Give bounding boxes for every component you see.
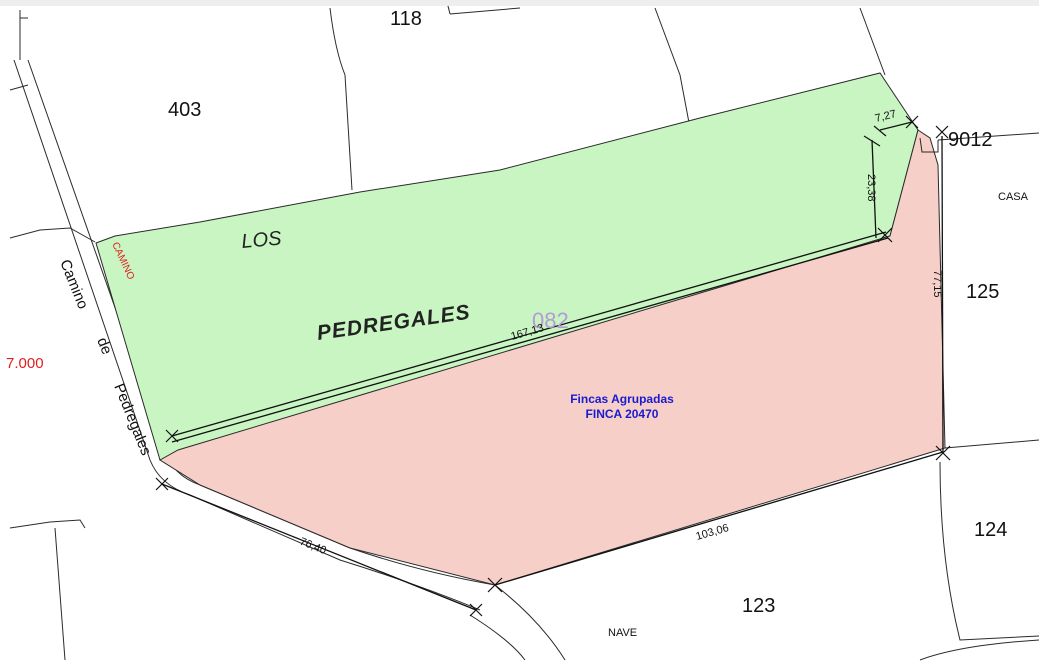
corner-notch bbox=[919, 137, 939, 153]
dimension-lines bbox=[161, 121, 944, 611]
coord-label: 7.000 bbox=[6, 355, 44, 372]
parcel-403: 403 bbox=[168, 99, 201, 121]
parcel-9012: 9012 bbox=[948, 129, 993, 151]
parcel-123: 123 bbox=[742, 595, 775, 617]
measure-23: 23,38 bbox=[865, 174, 877, 202]
measure-7: 7,27 bbox=[874, 108, 898, 125]
fincas-line-1: Fincas Agrupadas bbox=[570, 392, 674, 406]
parcel-082: 082 bbox=[532, 308, 569, 333]
fincas-line-2: FINCA 20470 bbox=[586, 407, 659, 421]
top-strip bbox=[0, 0, 1039, 6]
label-nave: NAVE bbox=[608, 627, 637, 639]
parcel-124: 124 bbox=[974, 519, 1007, 541]
parcel-125: 125 bbox=[966, 281, 999, 303]
pink-parcel bbox=[159, 129, 946, 586]
dimension-ticks bbox=[155, 115, 951, 617]
label-casa: CASA bbox=[998, 191, 1029, 203]
parcel-118: 118 bbox=[390, 8, 422, 30]
street-word-de: de bbox=[93, 335, 115, 357]
label-los: LOS bbox=[241, 228, 283, 253]
measure-77: 77,15 bbox=[931, 270, 943, 298]
